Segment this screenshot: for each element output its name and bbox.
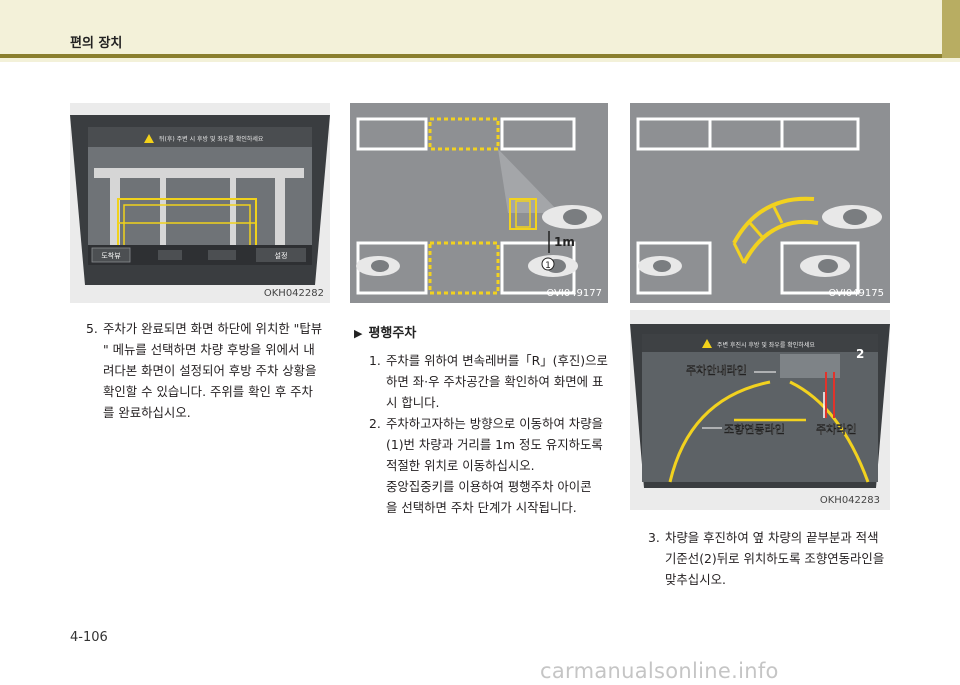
header-rule bbox=[0, 54, 960, 58]
page-number: 4-106 bbox=[70, 630, 108, 645]
settings-button-label: 설정 bbox=[275, 251, 288, 260]
reverse-guide-illustration bbox=[630, 103, 890, 303]
parking-line-label: 주차라인 bbox=[816, 422, 856, 436]
step-2: 2. 주차하고자하는 방향으로 이동하여 차량을 (1)번 차량과 거리를 1m… bbox=[369, 413, 613, 518]
page-header: 편의 장치 bbox=[0, 0, 960, 62]
step-5-line: 려다본 화면이 설정되어 후방 주차 상황을 bbox=[103, 363, 317, 378]
step-5-number: 5. bbox=[86, 321, 98, 336]
step-1-number: 1. bbox=[369, 353, 381, 368]
step-3-line: 기준선(2)뒤로 위치하도록 조향연동라인을 bbox=[665, 551, 885, 566]
step-2-number: 2. bbox=[369, 416, 381, 431]
warning-text-2: 주변 후진시 후방 및 좌우를 확인하세요 bbox=[717, 341, 815, 349]
settings-button[interactable] bbox=[256, 248, 306, 262]
inner-line-label: 주차안내라인 bbox=[686, 363, 747, 377]
step-2-line: 중앙집중키를 이용하여 평행주차 아이콘 bbox=[386, 479, 592, 494]
step-5-line: 확인할 수 있습니다. 주위를 확인 후 주차 bbox=[103, 384, 313, 399]
step-1-line: 시 합니다. bbox=[386, 395, 440, 410]
step-3-number: 3. bbox=[648, 530, 660, 545]
step-2-line: 주차하고자하는 방향으로 이동하여 차량을 bbox=[386, 416, 604, 431]
figure-parallel-parking-approach: 1m 1 OVI049177 bbox=[350, 103, 608, 303]
figure-code: OVI049175 bbox=[828, 288, 884, 299]
step-5-line: " 메뉴를 선택하면 차량 후방을 위에서 내 bbox=[103, 342, 315, 357]
marker-1: 1 bbox=[545, 261, 551, 271]
figure-code: OVI049177 bbox=[546, 288, 602, 299]
step-3-line: 차량을 후진하여 옆 차량의 끝부분과 적색 bbox=[665, 530, 879, 545]
figure-rear-view-screen: 뒤(후) 주변 시 후방 및 좌우를 확인하세요 도착뷰 설정 OKH04228… bbox=[70, 103, 330, 303]
step-2-line: (1)번 차량과 거리를 1m 정도 유지하도록 bbox=[386, 437, 603, 452]
figure-code: OKH042283 bbox=[819, 495, 880, 506]
step-2-line: 적절한 위치로 이동하십시오. bbox=[386, 458, 535, 473]
figure-parallel-parking-reverse: OVI049175 bbox=[630, 103, 890, 303]
step-1-line: 주차를 위하여 변속레버를「R」(후진)으로 bbox=[386, 353, 608, 368]
step-3-line: 맞추십시오. bbox=[665, 572, 726, 587]
step-3: 3. 차량을 후진하여 옆 차량의 끝부분과 적색 기준선(2)뒤로 위치하도록… bbox=[648, 527, 894, 590]
step-5-line: 를 완료하십시오. bbox=[103, 405, 191, 420]
top-view-button-label: 도착뷰 bbox=[101, 252, 121, 260]
section-title: 편의 장치 bbox=[70, 36, 123, 51]
parallel-parking-heading: ▶ 평행주차 bbox=[354, 322, 416, 341]
header-tab bbox=[942, 0, 960, 58]
step-1-line: 하면 좌·우 주차공간을 확인하여 화면에 표 bbox=[386, 374, 604, 389]
step-2-line: 을 선택하면 주차 단계가 시작됩니다. bbox=[386, 500, 577, 515]
figure-code: OKH042282 bbox=[263, 288, 324, 299]
parallel-parking-illustration: 1m 1 bbox=[350, 103, 608, 303]
linked-line-label: 조향연동라인 bbox=[724, 422, 785, 436]
warning-text-1: 뒤(후) 주변 시 후방 및 좌우를 확인하세요 bbox=[159, 135, 264, 143]
parallel-parking-heading-text: 평행주차 bbox=[368, 326, 417, 341]
watermark: carmanualsonline.info bbox=[540, 659, 779, 683]
rear-view-screen-illustration: 뒤(후) 주변 시 후방 및 좌우를 확인하세요 도착뷰 설정 bbox=[70, 115, 330, 285]
step-1: 1. 주차를 위하여 변속레버를「R」(후진)으로 하면 좌·우 주차공간을 확… bbox=[369, 350, 613, 413]
top-view-button[interactable] bbox=[91, 247, 131, 263]
step-5: 5. 주차가 완료되면 화면 하단에 위치한 "탑뷰 " 메뉴를 선택하면 차량… bbox=[86, 318, 332, 423]
figure-rear-camera-guidelines: 주변 후진시 후방 및 좌우를 확인하세요 주차안내라인 조향연동라인 주차라인… bbox=[630, 310, 890, 510]
distance-label: 1m bbox=[554, 235, 575, 249]
triangle-bullet-icon: ▶ bbox=[354, 327, 363, 340]
marker-2: 2 bbox=[856, 347, 864, 361]
guideline-screen-illustration: 주변 후진시 후방 및 좌우를 확인하세요 주차안내라인 조향연동라인 주차라인… bbox=[630, 324, 890, 488]
step-5-line: 주차가 완료되면 화면 하단에 위치한 "탑뷰 bbox=[103, 321, 323, 336]
